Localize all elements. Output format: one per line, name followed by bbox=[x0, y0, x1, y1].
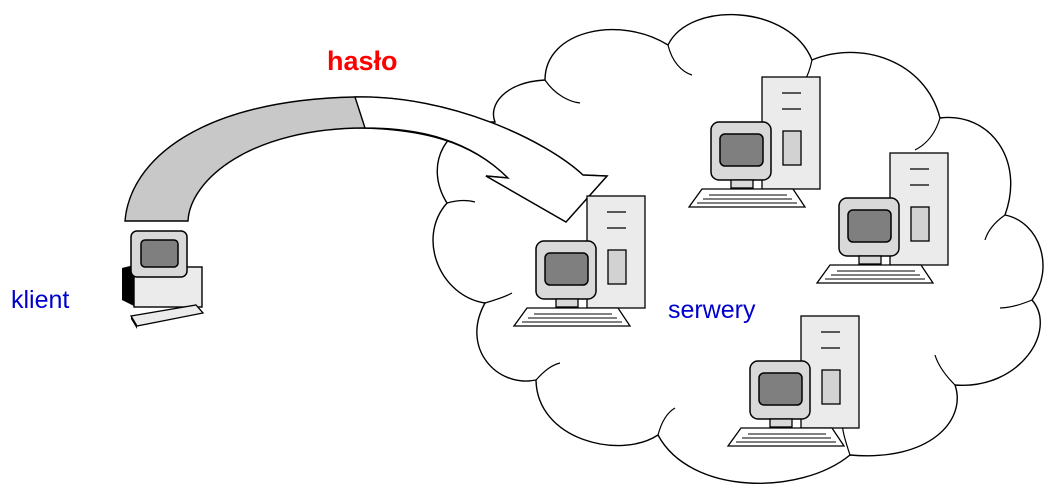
password-label: hasło bbox=[327, 46, 398, 76]
servers-label: serwery bbox=[668, 296, 756, 324]
client-computer-icon bbox=[122, 230, 205, 329]
network-cloud bbox=[432, 13, 1044, 484]
client-label: klient bbox=[11, 286, 70, 314]
